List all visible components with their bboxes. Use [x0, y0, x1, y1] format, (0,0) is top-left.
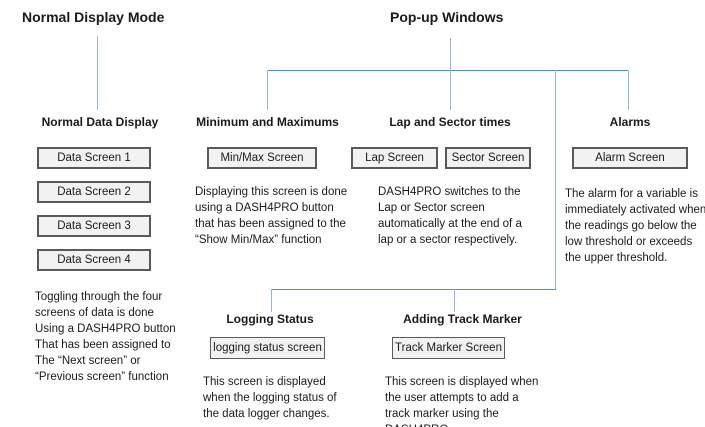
data-screen-1-box[interactable]: Data Screen 1 [37, 147, 151, 169]
track-marker-heading: Adding Track Marker [403, 312, 522, 326]
connector-lower-horizontal [271, 289, 556, 290]
connector-normal-mode-vertical [97, 36, 98, 110]
lap-sector-heading: Lap and Sector times [389, 115, 511, 129]
normal-data-display-description: Toggling through the four screens of dat… [35, 291, 176, 383]
data-screen-2-box[interactable]: Data Screen 2 [37, 181, 151, 203]
alarms-description: The alarm for a variable is immediately … [565, 188, 705, 264]
connector-lapsector-drop [450, 70, 451, 110]
data-screen-3-box[interactable]: Data Screen 3 [37, 215, 151, 237]
track-marker-description: This screen is displayed when the user a… [385, 376, 539, 427]
connector-logging-drop [271, 289, 272, 312]
alarms-heading: Alarms [609, 115, 651, 129]
popup-windows-title: Pop-up Windows [390, 9, 504, 25]
connector-popup-horizontal [267, 70, 629, 71]
data-screen-4-box[interactable]: Data Screen 4 [37, 249, 151, 271]
logging-status-heading: Logging Status [226, 312, 314, 326]
connector-minmax-drop [267, 70, 268, 110]
track-marker-screen-box[interactable]: Track Marker Screen [392, 337, 505, 359]
connector-trackmarker-drop [454, 289, 455, 312]
min-max-description: Displaying this screen is done using a D… [195, 186, 348, 246]
sector-screen-box[interactable]: Sector Screen [445, 147, 531, 169]
normal-data-display-heading: Normal Data Display [41, 115, 159, 129]
logging-status-description: This screen is displayed when the loggin… [203, 376, 337, 420]
min-max-heading: Minimum and Maximums [196, 115, 339, 129]
connector-alarms-drop [628, 70, 629, 110]
connector-popup-stem-vertical [450, 38, 451, 70]
min-max-screen-box[interactable]: Min/Max Screen [207, 147, 317, 169]
lap-screen-box[interactable]: Lap Screen [351, 147, 438, 169]
logging-status-screen-box[interactable]: logging status screen [210, 337, 325, 359]
normal-display-mode-title: Normal Display Mode [22, 9, 165, 25]
lap-sector-description: DASH4PRO switches to the Lap or Sector s… [378, 186, 522, 246]
alarm-screen-box[interactable]: Alarm Screen [572, 147, 688, 169]
connector-lower-branch-drop [555, 70, 556, 289]
